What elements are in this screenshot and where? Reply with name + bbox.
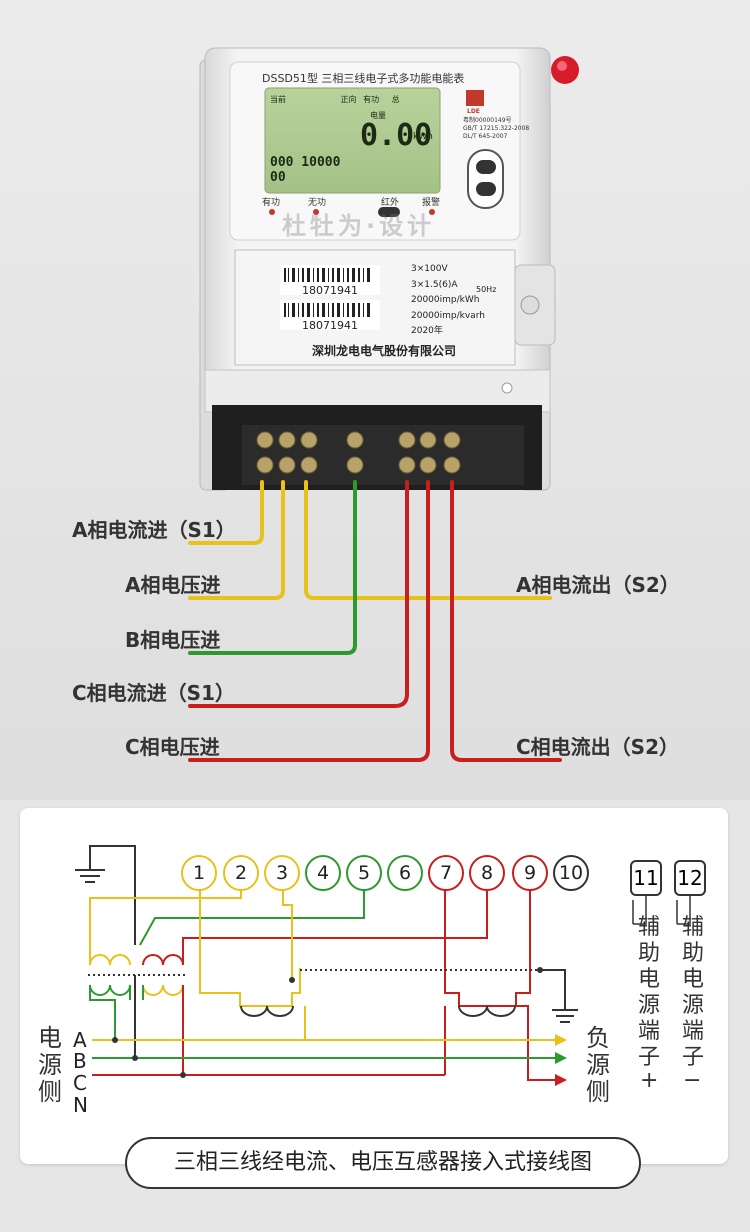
lcd-top-row: 当前 正向 有功 总 <box>270 94 435 105</box>
terminal-screw <box>419 431 437 449</box>
terminal-10: 10 <box>553 855 589 891</box>
terminal-screw <box>256 431 274 449</box>
aux-12-sign: − <box>683 1068 702 1093</box>
aux-11-sign: + <box>640 1068 659 1093</box>
lcd-label-forward: 正向 <box>340 95 357 104</box>
company-name: 深圳龙电电气股份有限公司 <box>312 344 457 358</box>
phase-b-label: B <box>73 1049 87 1073</box>
label-c-voltage-in: C相电压进 <box>125 735 220 759</box>
terminal-4: 4 <box>305 855 341 891</box>
aux-terminal-12-number: 12 <box>677 866 703 890</box>
cert-block: 粤制00000149号 GB/T 17215.322-2008 DL/T 645… <box>463 117 529 141</box>
terminal-screw <box>346 431 364 449</box>
lcd-label-current: 当前 <box>270 95 286 104</box>
cert-line: 粤制00000149号 <box>463 117 512 124</box>
terminal-screws <box>256 431 461 474</box>
terminal-1: 1 <box>181 855 217 891</box>
indicator-active: 有功 <box>262 198 281 208</box>
wire-a-voltage-in <box>188 480 285 600</box>
phase-n-label: N <box>73 1093 88 1117</box>
wire-c-voltage-in <box>188 480 430 762</box>
wire-c-current-out <box>450 480 562 762</box>
terminal-number: 2 <box>234 862 248 884</box>
terminal-number: 3 <box>275 862 289 884</box>
terminal-number: 10 <box>558 862 584 884</box>
cert-line: GB/T 17215.322-2008 <box>463 125 530 132</box>
wiring <box>188 480 562 762</box>
source-side-label: 电源侧 <box>38 1024 62 1106</box>
terminal-7: 7 <box>428 855 464 891</box>
terminal-screw <box>346 456 364 474</box>
terminal-screw <box>443 456 461 474</box>
terminal-screw <box>300 431 318 449</box>
spec-year: 2020年 <box>411 326 443 336</box>
phase-c-label: C <box>73 1071 87 1095</box>
wire-a-current-out <box>304 480 552 600</box>
serial-number-1: 18071941 <box>302 284 358 297</box>
cert-line: DL/T 645-2007 <box>463 133 508 140</box>
serial-number-2: 18071941 <box>302 319 358 332</box>
label-c-current-out: C相电流出（S2） <box>516 735 679 759</box>
terminal-screw <box>256 456 274 474</box>
terminal-screw <box>278 456 296 474</box>
terminal-screw <box>443 431 461 449</box>
wire-b-voltage-in <box>188 480 357 655</box>
lcd-code: 000 10000 <box>270 155 341 170</box>
terminal-number: 9 <box>523 862 537 884</box>
aux-terminal-12: 12 <box>674 860 706 896</box>
aux-11-text: 辅助电源端子 <box>637 915 660 1070</box>
terminal-number: 7 <box>439 862 453 884</box>
diagram-caption: 三相三线经电流、电压互感器接入式接线图 <box>125 1137 641 1189</box>
terminal-number: 4 <box>316 862 330 884</box>
terminal-number: 1 <box>192 862 206 884</box>
diagram-caption-text: 三相三线经电流、电压互感器接入式接线图 <box>173 1150 592 1175</box>
lcd-reading: 0.00 <box>360 118 433 153</box>
terminal-5: 5 <box>346 855 382 891</box>
terminal-8: 8 <box>469 855 505 891</box>
wire-c-current-in <box>188 480 409 708</box>
terminal-screw <box>419 456 437 474</box>
lcd-unit: kWh <box>413 132 433 142</box>
terminal-screw <box>398 431 416 449</box>
terminal-number: 5 <box>357 862 371 884</box>
label-b-voltage-in: B相电压进 <box>125 628 221 652</box>
indicator-reactive: 无功 <box>308 198 327 208</box>
label-a-current-out: A相电流出（S2） <box>516 573 680 597</box>
lcd-code-2: 00 <box>270 170 286 185</box>
aux-terminal-11-number: 11 <box>633 866 659 890</box>
terminal-2: 2 <box>223 855 259 891</box>
spec-active-const: 20000imp/kWh <box>411 295 480 305</box>
label-a-voltage-in: A相电压进 <box>125 573 221 597</box>
lcd-label-total: 总 <box>391 95 400 104</box>
terminal-6: 6 <box>387 855 423 891</box>
terminal-screw <box>300 456 318 474</box>
brand-mark: LDE <box>467 108 480 115</box>
phase-a-label: A <box>73 1028 87 1052</box>
terminal-3: 3 <box>264 855 300 891</box>
terminal-number: 6 <box>398 862 412 884</box>
aux-12-text: 辅助电源端子 <box>681 915 704 1070</box>
label-c-current-in: C相电流进（S1） <box>72 681 235 705</box>
aux-terminal-11: 11 <box>630 860 662 896</box>
wire-a-current-in <box>188 480 264 545</box>
spec-frequency: 50Hz <box>476 285 497 294</box>
terminal-9: 9 <box>512 855 548 891</box>
spec-current: 3×1.5(6)A <box>411 279 458 290</box>
terminal-number: 8 <box>480 862 494 884</box>
terminal-screw <box>398 456 416 474</box>
terminal-screw <box>278 431 296 449</box>
meter-model-title: DSSD51型 三相三线电子式多功能电能表 <box>262 72 465 85</box>
spec-reactive-const: 20000imp/kvarh <box>411 310 485 321</box>
load-side-label: 负源侧 <box>586 1024 610 1106</box>
watermark: 杜牡为·设计 <box>282 212 436 240</box>
lcd-label-active: 有功 <box>363 95 380 104</box>
meter-illustration <box>199 47 579 491</box>
indicator-infrared: 红外 <box>381 198 400 208</box>
spec-list: 3×100V 3×1.5(6)A 20000imp/kWh 20000imp/k… <box>411 262 485 340</box>
spec-voltage: 3×100V <box>411 264 448 274</box>
label-a-current-in: A相电流进（S1） <box>72 518 236 542</box>
indicator-alarm: 报警 <box>422 198 441 208</box>
lcd-energy-label: 电量 <box>370 111 386 120</box>
